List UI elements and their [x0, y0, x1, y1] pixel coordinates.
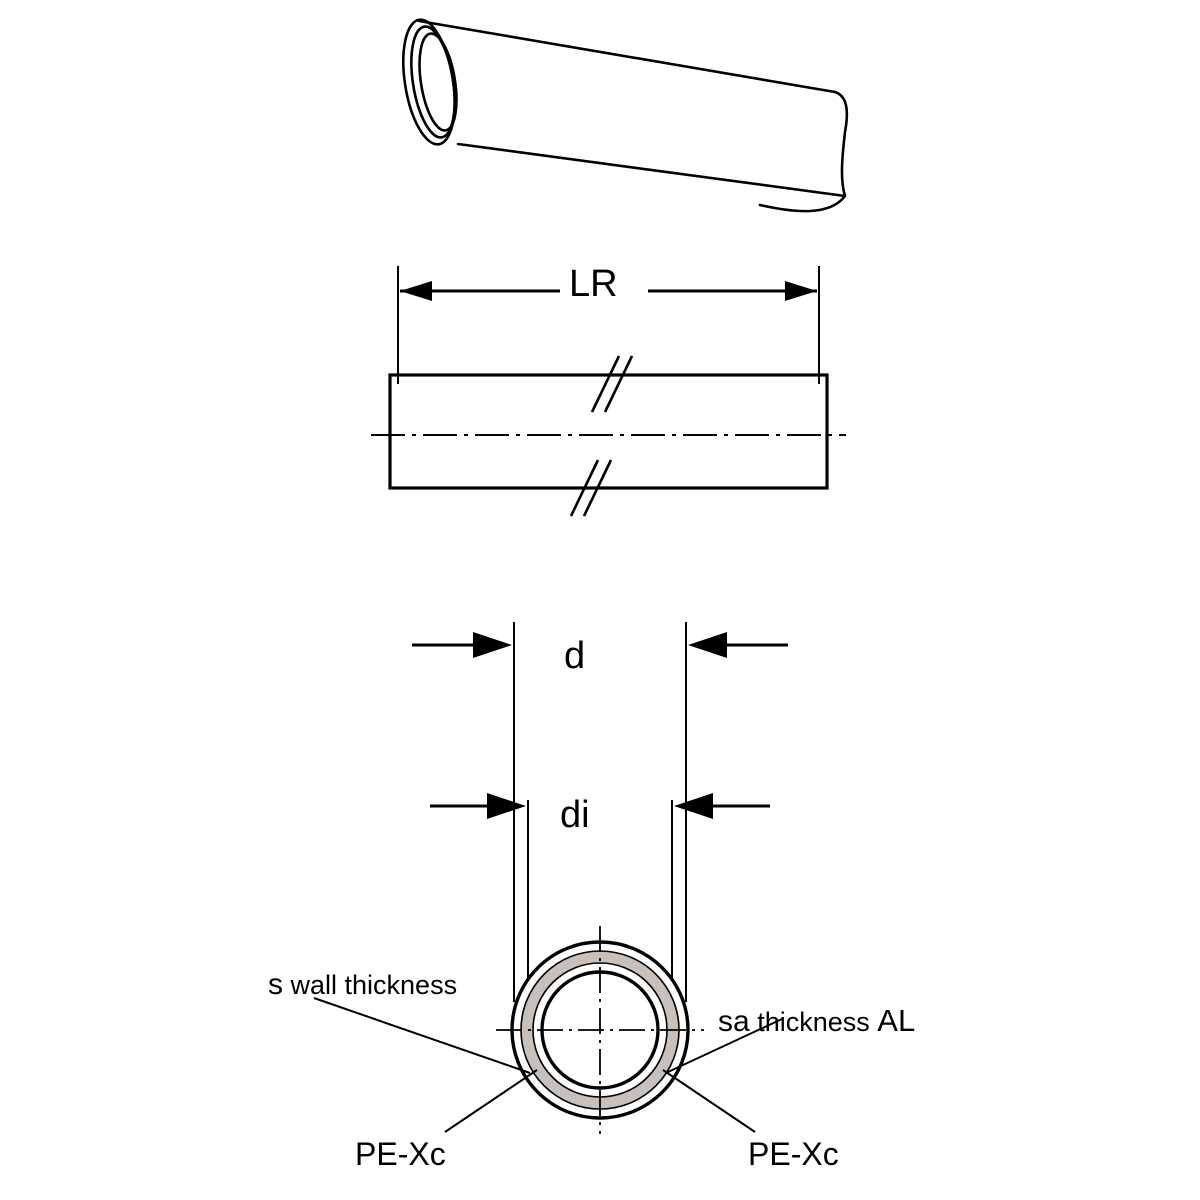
- leader-al-thickness: [667, 1018, 783, 1073]
- label-inner-diameter-di: di: [560, 794, 590, 836]
- di-arrow-left: [487, 793, 526, 819]
- break-line-1: [603, 355, 634, 413]
- label-al-material: AL: [877, 1003, 916, 1038]
- leader-pexc-right: [662, 1069, 756, 1133]
- leader-pexc-left: [444, 1069, 538, 1133]
- leader-wall-thickness: [313, 997, 531, 1074]
- lr-arrow-left: [400, 281, 432, 301]
- pipe-3d-al-ellipse: [410, 25, 456, 139]
- break-line-2: [590, 355, 621, 413]
- pipe-3d-far-end: [758, 90, 849, 213]
- pipe-cross-section-view: [313, 622, 788, 1134]
- label-al-thickness-text: thickness: [757, 1007, 870, 1037]
- d-arrow-left: [473, 632, 512, 658]
- d-arrow-right: [688, 632, 727, 658]
- pipe-3d-bore-ellipse: [418, 32, 458, 132]
- pipe-side-view: [371, 266, 846, 517]
- label-pexc-right: PE-Xc: [748, 1136, 839, 1172]
- pipe-3d-bottom-edge: [456, 142, 847, 198]
- label-wall-thickness-symbol: s: [268, 968, 283, 1001]
- label-pexc-left: PE-Xc: [355, 1136, 446, 1172]
- label-al-thickness-symbol: sa: [718, 1005, 750, 1038]
- label-wall-thickness: s wall thickness: [268, 970, 457, 1000]
- pipe-3d-view: [402, 18, 849, 213]
- break-line-3: [569, 459, 600, 517]
- label-length-lr: LR: [569, 263, 618, 305]
- di-arrow-right: [674, 793, 713, 819]
- label-outer-diameter-d: d: [564, 635, 586, 677]
- label-al-thickness: sa thickness AL: [718, 1005, 915, 1037]
- pipe-rectangle: [388, 373, 829, 490]
- lr-arrow-right: [785, 281, 817, 301]
- break-line-4: [582, 459, 613, 517]
- pipe-3d-top-edge: [417, 19, 837, 94]
- label-wall-thickness-text: wall thickness: [290, 970, 458, 1000]
